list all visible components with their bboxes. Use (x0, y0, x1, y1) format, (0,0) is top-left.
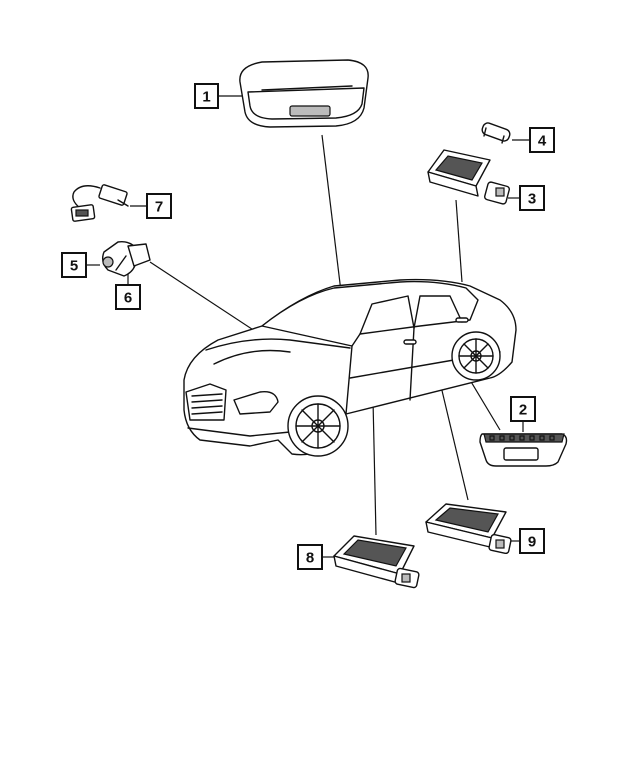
overhead-console-part (239, 59, 369, 128)
callout-6: 6 (115, 284, 141, 310)
callout-5: 5 (61, 252, 87, 278)
callout-2-label: 2 (519, 402, 527, 419)
leader-line-6-car (149, 261, 265, 338)
callout-7: 7 (146, 193, 172, 219)
callout-3-label: 3 (528, 191, 536, 208)
license-lamp-part (479, 433, 568, 467)
callout-9: 9 (519, 528, 545, 554)
callout-6-label: 6 (124, 290, 132, 307)
door-lamp-9-part (425, 503, 512, 555)
callout-2: 2 (510, 396, 536, 422)
door-lamp-8-part (333, 535, 420, 589)
callout-7-label: 7 (155, 199, 163, 216)
callout-1: 1 (194, 83, 219, 109)
callout-1-label: 1 (202, 89, 210, 106)
callout-5-label: 5 (70, 258, 78, 275)
courtesy-lamp-part (427, 149, 510, 205)
callout-3: 3 (519, 185, 545, 211)
wire-pigtail-part (70, 184, 129, 222)
socket-lamp-part (101, 240, 151, 277)
leader-line-8-car (372, 399, 377, 536)
leader-line-1-car (321, 134, 343, 301)
sedan-car-illustration (183, 278, 517, 457)
leader-line-3-car (455, 199, 463, 283)
callout-4: 4 (529, 127, 555, 153)
callout-9-label: 9 (528, 534, 536, 551)
callout-4-label: 4 (538, 133, 547, 150)
callout-8-label: 8 (306, 550, 314, 567)
callout-8: 8 (297, 544, 323, 570)
bulb-part (481, 122, 511, 144)
